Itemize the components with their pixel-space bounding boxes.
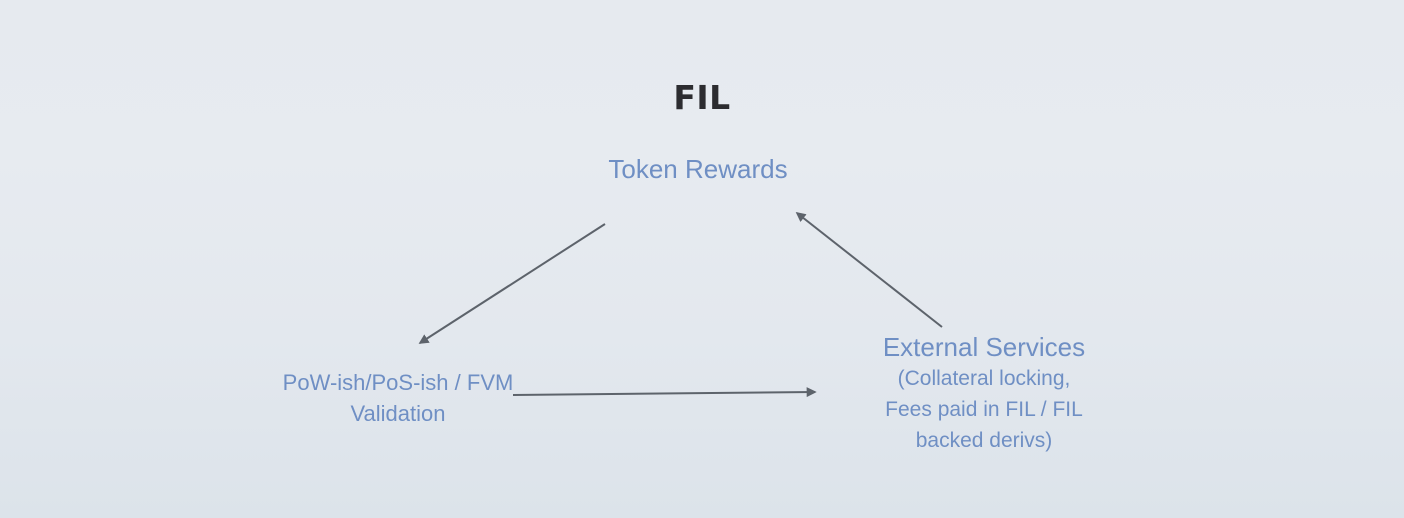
node-validation-line-2: Validation xyxy=(350,401,446,426)
node-token-rewards: Token Rewards xyxy=(548,154,848,185)
node-external-services-line-2: Fees paid in FIL / FIL xyxy=(885,398,1083,421)
node-validation: PoW-ish/PoS-ish / FVM Validation xyxy=(238,367,558,429)
node-external-services-line-1: (Collateral locking, xyxy=(897,367,1071,390)
node-external-services-heading: External Services xyxy=(882,332,1086,362)
node-external-services-line-3: backed derivs) xyxy=(915,429,1053,452)
arrow-validation-to-services xyxy=(512,387,817,398)
node-validation-line-1: PoW-ish/PoS-ish / FVM xyxy=(282,370,514,395)
node-external-services: External Services (Collateral locking, F… xyxy=(834,331,1134,456)
diagram-title: FIL xyxy=(673,78,731,117)
arrow-services-to-rewards xyxy=(795,211,943,328)
node-token-rewards-label: Token Rewards xyxy=(608,154,788,184)
arrow-rewards-to-validation xyxy=(418,223,606,344)
